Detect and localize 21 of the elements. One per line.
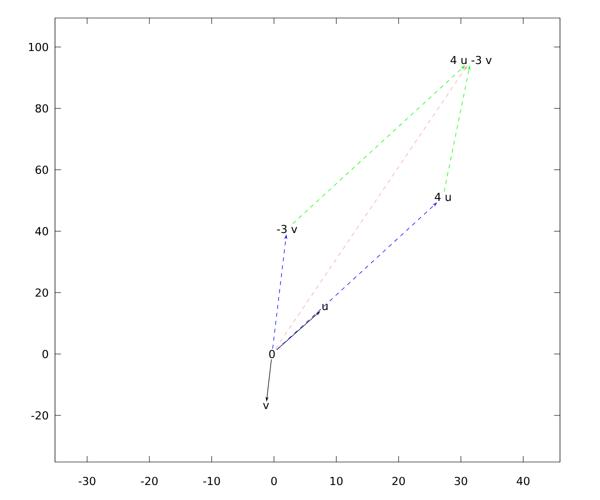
point-label: 0 — [269, 350, 275, 358]
tick-label: 20 — [36, 288, 48, 297]
tick-label: 0 — [271, 476, 277, 486]
tick-label: 100 — [29, 42, 48, 52]
tick-label: 40 — [516, 476, 530, 486]
tick-label: 40 — [35, 227, 48, 236]
tick-label: -10 — [203, 476, 220, 486]
tick-label: -20 — [31, 411, 48, 420]
tick-label: 10 — [330, 476, 343, 486]
point-label: 4 u — [434, 192, 451, 202]
tick-label: -30 — [78, 476, 96, 486]
tick-label: 30 — [454, 476, 468, 486]
point-label: 4 u -3 v — [450, 56, 492, 64]
tick-label: 20 — [392, 476, 405, 486]
point-label: v — [263, 403, 269, 409]
tick-label: 80 — [36, 104, 48, 113]
point-label: -3 v — [277, 224, 298, 234]
tick-label: -20 — [140, 476, 158, 486]
tick-label: 60 — [36, 166, 48, 174]
point-label: u — [322, 304, 328, 310]
tick-label: 0 — [42, 350, 48, 358]
